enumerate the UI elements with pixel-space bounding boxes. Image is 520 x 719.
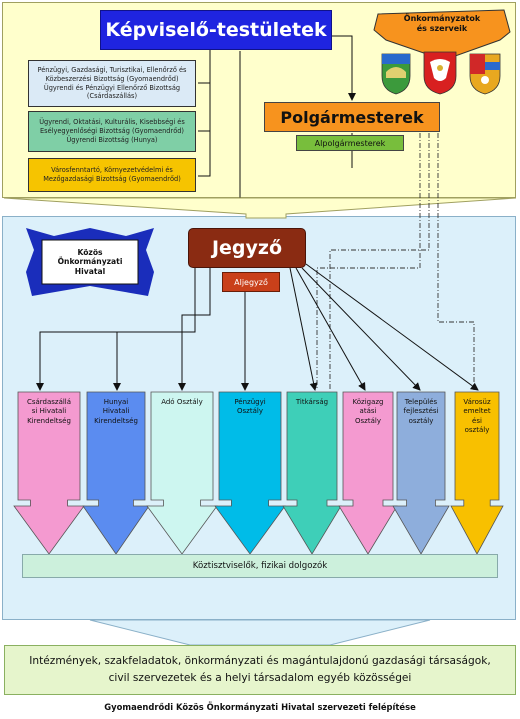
- department-label-tax: Adó Osztály: [161, 398, 203, 406]
- coat-of-arms-icon: [469, 53, 501, 95]
- committee-box-maintenance: Városfenntartó, Környezetvédelmi és Mező…: [28, 158, 196, 192]
- council-box: Képviselő-testületek: [100, 10, 332, 50]
- office-line: Önkormányzati: [57, 257, 123, 267]
- institutions-box: Intézmények, szakfeladatok, önkormányzat…: [4, 645, 516, 695]
- coat-of-arms-icon: [381, 53, 411, 95]
- committee-line: Városfenntartó, Környezetvédelmi és: [51, 166, 173, 175]
- committee-line: Esélyegyenlőségi Bizottság (Gyomaendrőd): [39, 127, 184, 136]
- office-badge-label: Közös Önkormányzati Hivatal: [42, 241, 138, 283]
- local-gov-line: Önkormányzatok: [403, 14, 481, 23]
- committee-box-education: Ügyrendi, Oktatási, Kulturális, Kisebbsé…: [28, 111, 196, 152]
- deputy-notary-box: Aljegyző: [222, 272, 280, 292]
- office-line: Közös: [77, 247, 103, 257]
- department-label-secretariat: Titkárság: [295, 398, 329, 406]
- department-arrow: [392, 391, 450, 555]
- department-arrow: [450, 391, 504, 555]
- department-arrow: [338, 391, 398, 555]
- local-governments-label: Önkormányzatok és szerveik: [383, 14, 501, 34]
- department-arrow: [282, 391, 342, 555]
- department-arrow: [146, 391, 218, 555]
- mayors-box: Polgármesterek: [264, 102, 440, 132]
- coat-of-arms-icon: [423, 51, 457, 95]
- department-arrow: [82, 391, 150, 555]
- committee-line: Ügyrendi Bizottság (Hunya): [66, 135, 158, 144]
- institutions-line: Intézmények, szakfeladatok, önkormányzat…: [29, 655, 491, 668]
- notary-box: Jegyző: [188, 228, 306, 268]
- local-gov-line: és szerveik: [416, 24, 468, 33]
- local-governments-emblem: [373, 9, 511, 95]
- committee-line: Ügyrendi, Oktatási, Kulturális, Kisebbsé…: [39, 118, 185, 127]
- institutions-line: civil szervezetek és a helyi társadalom …: [108, 672, 412, 684]
- department-arrow: [214, 391, 286, 555]
- office-line: Hivatal: [74, 266, 106, 276]
- diagram-caption: Gyomaendrődi Közös Önkormányzati Hivatal…: [104, 702, 416, 712]
- committee-line: Mezőgazdasági Bizottság (Gyomaendrőd): [43, 175, 181, 183]
- deputy-mayors-box: Alpolgármesterek: [296, 135, 404, 151]
- committee-line: (Csárdaszállás): [86, 92, 138, 101]
- committee-box-finance: Pénzügyi, Gazdasági, Turisztikai, Ellenő…: [28, 60, 196, 107]
- committee-line: Közbeszerzési Bizottság (Gyomaendrőd): [45, 74, 179, 83]
- committee-line: Pénzügyi, Gazdasági, Turisztikai, Ellenő…: [37, 65, 187, 74]
- staff-bar: Köztisztviselők, fizikai dolgozók: [22, 554, 498, 578]
- committee-line: Ügyrendi és Pénzügyi Ellenőrző Bizottság: [43, 83, 181, 92]
- office-badge-shape: [26, 228, 154, 296]
- department-arrow: [13, 391, 85, 555]
